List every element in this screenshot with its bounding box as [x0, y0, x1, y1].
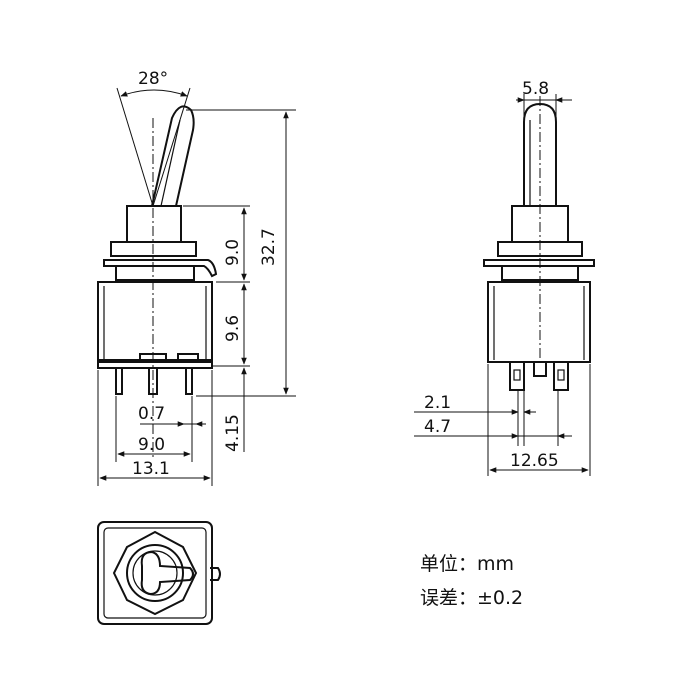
pin-span-label: 9.0	[138, 435, 165, 455]
pin-length-label: 4.15	[223, 414, 243, 452]
top-lever	[140, 550, 194, 596]
height-total-label: 32.7	[259, 228, 279, 266]
front-height-dimensions: 32.7 9.0 9.6 4.15	[183, 109, 296, 452]
height-body-label: 9.6	[223, 315, 243, 342]
unit-note: 单位：mm	[420, 553, 514, 575]
front-bushing	[126, 205, 182, 243]
front-width-dimensions: 0.7 9.0 13.1	[97, 370, 213, 486]
front-nut	[110, 241, 197, 257]
pin-offset-dimensions: 2.1 4.7	[414, 390, 572, 446]
lever-width-dimension: 5.8	[516, 79, 572, 118]
front-view: 28° 32.7 9.0 9.6 4.15	[97, 69, 296, 486]
body-width-label: 13.1	[132, 459, 170, 479]
top-outer-square	[97, 521, 213, 625]
pin-width-label: 0.7	[138, 404, 165, 424]
front-base	[97, 359, 213, 369]
pin-offset-b-label: 4.7	[424, 417, 451, 437]
front-lever	[151, 105, 195, 207]
side-terminals	[509, 361, 569, 391]
height-upper-label: 9.0	[223, 239, 243, 266]
side-body-width-dimension: 12.65	[487, 364, 591, 476]
top-washer-tab	[210, 567, 221, 581]
angle-dimension: 28°	[116, 69, 191, 207]
top-bushing-circle	[126, 544, 184, 602]
side-view: 5.8 2.1 4.7 12.65	[414, 79, 595, 476]
notes: 单位：mm 误差：±0.2	[420, 553, 523, 609]
angle-label: 28°	[138, 69, 168, 89]
front-washer	[103, 259, 218, 278]
side-body	[487, 281, 591, 363]
tolerance-note: 误差：±0.2	[420, 587, 523, 609]
pin-offset-a-label: 2.1	[424, 393, 451, 413]
front-body	[97, 281, 213, 363]
top-view	[97, 521, 221, 625]
front-lock-ring	[115, 265, 195, 281]
top-nut-hex	[112, 530, 198, 616]
lever-width-label: 5.8	[522, 79, 549, 99]
side-body-width-label: 12.65	[510, 451, 559, 471]
